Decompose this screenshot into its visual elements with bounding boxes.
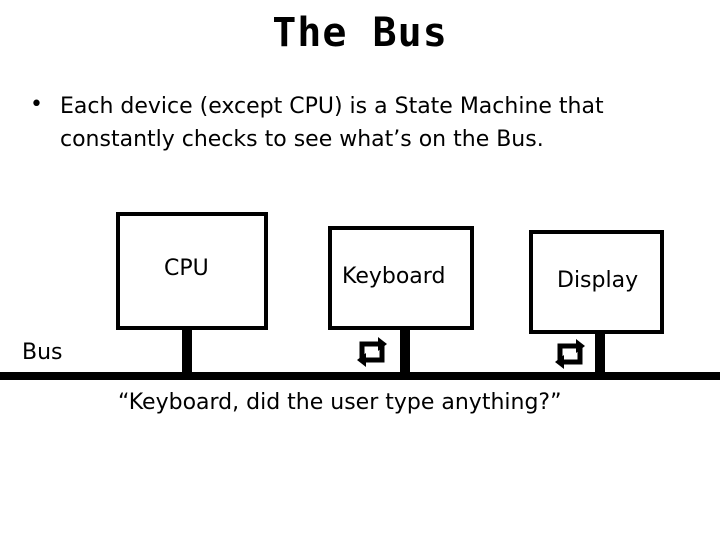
cpu-bus-connector (182, 330, 192, 374)
cpu-box (116, 212, 268, 330)
bus-line (0, 372, 720, 380)
keyboard-label: Keyboard (342, 264, 446, 289)
keyboard-bus-connector (400, 330, 410, 374)
cpu-label: CPU (164, 256, 209, 281)
display-label: Display (557, 268, 639, 293)
bus-query-quote: “Keyboard, did the user type anything?” (118, 390, 562, 415)
cycle-arrows-icon (555, 339, 585, 369)
keyboard-box (328, 226, 474, 330)
bullet-text: Each device (except CPU) is a State Mach… (60, 94, 604, 152)
bus-label: Bus (22, 340, 63, 365)
slide-title: The Bus (272, 10, 448, 56)
display-box (529, 230, 664, 334)
display-bus-connector (595, 334, 605, 374)
bullet-marker: • (30, 92, 43, 117)
cycle-arrows-icon (357, 337, 387, 367)
